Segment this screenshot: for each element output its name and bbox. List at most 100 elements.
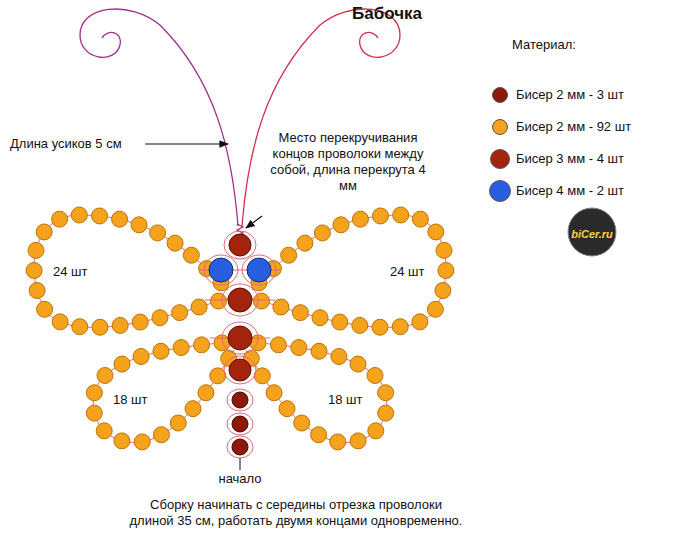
legend-swatch xyxy=(492,87,508,103)
wing-bead xyxy=(393,207,409,223)
wing-bead xyxy=(29,283,45,299)
wing-bead xyxy=(352,317,368,333)
wing-bead xyxy=(427,301,443,317)
legend-text: Бисер 3 мм - 4 шт xyxy=(516,151,624,167)
wing-bead xyxy=(438,262,454,278)
leader-arrow xyxy=(246,216,262,228)
wing-bead xyxy=(350,356,366,372)
wing-bead xyxy=(133,348,149,364)
wing-bead xyxy=(37,301,53,317)
wing-bead xyxy=(191,299,207,315)
wing-bead xyxy=(152,310,168,326)
legend-text: Бисер 2 мм - 92 шт xyxy=(516,119,631,135)
wing-bead xyxy=(311,343,327,359)
wing-bead xyxy=(435,283,451,299)
bead-count: 18 шт xyxy=(328,392,362,408)
wing-bead xyxy=(352,211,368,227)
legend-swatch xyxy=(492,119,508,135)
wing-bead xyxy=(281,247,297,263)
wing-bead xyxy=(198,385,214,401)
material-heading: Материал: xyxy=(512,37,576,53)
wing-bead xyxy=(173,340,189,356)
wing-bead xyxy=(266,385,282,401)
wing-bead xyxy=(367,367,383,383)
wing-bead xyxy=(153,427,169,443)
wing-bead xyxy=(153,343,169,359)
wing-bead xyxy=(112,317,128,333)
wing-bead xyxy=(330,434,346,450)
wing-wire xyxy=(93,342,234,443)
wing-bead xyxy=(185,401,201,417)
leader-line xyxy=(240,458,241,470)
wing-bead xyxy=(36,224,52,240)
wing-bead xyxy=(28,242,44,258)
wing-bead xyxy=(292,305,308,321)
bead-count: 24 шт xyxy=(390,264,424,280)
wing-bead xyxy=(172,305,188,321)
wing-bead xyxy=(114,433,130,449)
wing-bead xyxy=(312,310,328,326)
logo-disc xyxy=(568,208,616,256)
leader-arrow xyxy=(145,143,228,144)
wing-bead xyxy=(333,217,349,233)
legend-text: Бисер 4 мм - 2 шт xyxy=(516,183,624,199)
title: Бабочка xyxy=(352,6,422,22)
wing-bead xyxy=(26,262,42,278)
body-beads xyxy=(204,231,276,458)
wing-bead xyxy=(167,235,183,251)
wing-bead xyxy=(86,385,102,401)
wing-bead xyxy=(368,423,384,439)
bead-count: 18 шт xyxy=(113,392,147,408)
wing-bead xyxy=(273,299,289,315)
wing-bead xyxy=(314,225,330,241)
wing-bead xyxy=(52,314,68,330)
wing-bead xyxy=(96,423,112,439)
legend-text: Бисер 2 мм - 3 шт xyxy=(516,87,624,103)
wing-bead xyxy=(270,337,286,353)
wing-bead xyxy=(372,319,388,335)
wing-bead xyxy=(297,235,313,251)
wing-bead xyxy=(428,224,444,240)
wing-bead xyxy=(170,415,186,431)
wing-bead xyxy=(332,314,348,330)
wing-bead xyxy=(52,211,68,227)
wing-bead xyxy=(114,356,130,372)
wing-bead xyxy=(331,348,347,364)
wing-bead xyxy=(132,314,148,330)
wing-bead xyxy=(134,434,150,450)
logo-text: biCer.ru xyxy=(571,226,613,242)
wing-wire xyxy=(252,215,446,327)
legend-swatch xyxy=(489,180,511,202)
wing-bead xyxy=(72,319,88,335)
wing-bead xyxy=(412,314,428,330)
wing-bead xyxy=(350,433,366,449)
wing-bead xyxy=(112,211,128,227)
wing-wire xyxy=(34,215,228,327)
wing-wire xyxy=(246,342,387,443)
antenna xyxy=(242,9,400,226)
wing-bead xyxy=(194,337,210,353)
wing-bead xyxy=(372,208,388,224)
wing-bead xyxy=(92,319,108,335)
antenna-note: Длина усиков 5 см xyxy=(10,136,122,152)
wing-bead xyxy=(378,385,394,401)
wing-bead xyxy=(436,242,452,258)
wing-bead xyxy=(291,340,307,356)
wing-bead xyxy=(71,207,87,223)
wing-bead xyxy=(392,319,408,335)
bead-count: 24 шт xyxy=(53,264,87,280)
wing-bead xyxy=(183,247,199,263)
wing-bead xyxy=(311,427,327,443)
antenna xyxy=(80,9,238,226)
wing-bead xyxy=(279,401,295,417)
wing-bead xyxy=(131,217,147,233)
assembly-note: Сборку начинать с середины отрезка прово… xyxy=(128,497,464,529)
wing-bead xyxy=(412,211,428,227)
twist-note: Место перекручивания концов проволоки ме… xyxy=(262,130,434,194)
wing-bead xyxy=(294,415,310,431)
wing-bead xyxy=(210,368,226,384)
start-note: начало xyxy=(218,471,261,487)
wing-bead xyxy=(92,208,108,224)
legend-swatch xyxy=(490,149,510,169)
